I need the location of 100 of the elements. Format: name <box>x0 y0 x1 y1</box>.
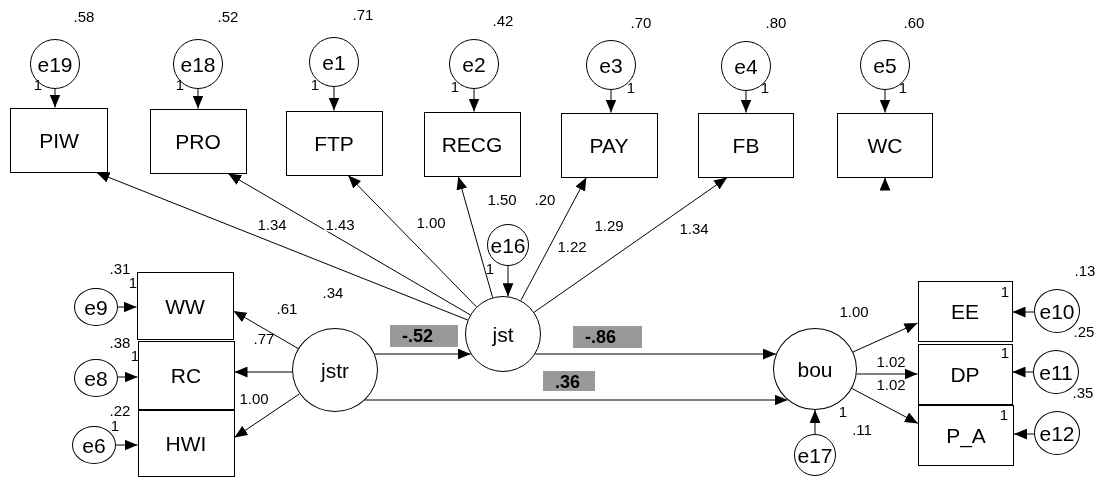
variable-name: EE <box>951 300 979 322</box>
estimate-label: 1 <box>310 76 320 92</box>
arrow <box>192 88 204 109</box>
variable-name: e3 <box>599 54 623 76</box>
variable-name: FB <box>732 134 760 156</box>
variable-name: RECG <box>441 133 503 155</box>
variable-name: PRO <box>175 130 221 152</box>
variable-name: WW <box>165 295 205 317</box>
arrow <box>234 366 293 378</box>
variable-name: e8 <box>84 367 108 389</box>
arrow <box>95 172 469 321</box>
estimate-label: 1 <box>110 417 120 433</box>
observed-variable-box <box>698 112 794 178</box>
path-coefficient: -.52 <box>390 325 458 347</box>
variable-name: e17 <box>797 444 833 466</box>
variable-name: e16 <box>490 234 526 256</box>
variable-name: bou <box>797 358 833 380</box>
estimate-label: 1.00 <box>239 390 269 406</box>
error-term-circle <box>794 434 836 476</box>
arrow <box>809 409 821 435</box>
estimate-label: 1.02 <box>876 376 906 392</box>
arrow <box>1012 366 1034 378</box>
variable-name: jstr <box>321 359 349 381</box>
observed-variable-box <box>918 404 1014 466</box>
observed-variable-box <box>285 110 383 176</box>
estimate-label: 1 <box>838 403 848 419</box>
estimate-label: .60 <box>903 14 925 30</box>
error-term-circle <box>74 288 118 326</box>
variable-name: e19 <box>37 53 73 75</box>
observed-variable-box <box>10 107 108 173</box>
arrow <box>534 348 777 360</box>
estimate-label: .35 <box>1072 384 1094 400</box>
variable-name: DP <box>950 363 980 385</box>
observed-variable-box <box>560 112 658 178</box>
estimate-label: 1 <box>1000 344 1010 360</box>
arrow <box>1013 428 1035 440</box>
arrow <box>117 301 137 313</box>
estimate-label: 1 <box>760 79 770 95</box>
estimate-label: .58 <box>73 8 95 24</box>
arrow <box>233 310 299 349</box>
arrow <box>328 86 340 111</box>
variable-name: e9 <box>84 296 108 318</box>
arrow <box>115 439 138 451</box>
variable-name: e1 <box>322 51 346 73</box>
estimate-label: 1.22 <box>557 238 587 254</box>
arrow <box>234 393 301 439</box>
arrow <box>227 173 471 316</box>
path-coefficient: .36 <box>543 371 595 391</box>
observed-variable-box <box>137 409 235 477</box>
variable-name: HWI <box>165 432 207 454</box>
arrow <box>856 368 918 380</box>
variable-name: PIW <box>39 129 79 151</box>
estimate-label: 1 <box>485 260 495 276</box>
observed-variable-box <box>917 280 1013 342</box>
variable-name: PAY <box>589 134 629 156</box>
latent-variable-circle <box>465 296 541 372</box>
estimate-label: 1 <box>898 79 908 95</box>
estimate-label: .22 <box>109 402 131 418</box>
estimate-label: .25 <box>1073 323 1095 339</box>
path-coefficient: -.86 <box>573 326 642 348</box>
estimate-label: 1 <box>128 274 138 290</box>
variable-name: e12 <box>1039 422 1075 444</box>
estimate-label: .31 <box>109 260 131 276</box>
arrow <box>852 322 918 353</box>
arrow <box>347 175 477 308</box>
observed-variable-box <box>149 108 247 174</box>
variable-name: e2 <box>462 53 486 75</box>
estimate-label: 1.00 <box>839 303 869 319</box>
variable-name: e18 <box>180 53 216 75</box>
estimate-label: 1 <box>130 347 140 363</box>
arrow <box>49 88 61 108</box>
estimate-label: 1 <box>33 76 43 92</box>
arrow <box>879 89 891 113</box>
arrow <box>605 89 617 113</box>
error-term-circle <box>487 224 529 266</box>
variable-name: RC <box>170 364 202 386</box>
estimate-label: 1 <box>175 76 185 92</box>
estimate-label: .20 <box>534 191 556 207</box>
error-term-circle <box>30 39 80 89</box>
arrow <box>468 88 480 112</box>
error-term-circle <box>1034 411 1080 455</box>
error-term-circle <box>173 39 223 89</box>
observed-variable-box <box>423 111 521 177</box>
observed-variable-box <box>136 272 234 340</box>
estimate-label: 1 <box>999 406 1009 422</box>
arrow <box>364 394 788 406</box>
error-term-circle <box>721 41 771 91</box>
estimate-label: .71 <box>352 6 374 22</box>
variable-name: e6 <box>82 434 106 456</box>
arrow <box>1012 306 1035 318</box>
arrow <box>851 388 919 424</box>
estimate-label: .52 <box>217 8 239 24</box>
variable-name: FTP <box>314 132 354 154</box>
variable-name: e10 <box>1039 300 1075 322</box>
estimate-label: .13 <box>1074 262 1096 278</box>
arrow <box>502 265 514 297</box>
arrow <box>520 177 587 301</box>
estimate-label: .38 <box>109 334 131 350</box>
variable-name: e11 <box>1039 361 1073 383</box>
estimate-label: .61 <box>276 300 298 316</box>
